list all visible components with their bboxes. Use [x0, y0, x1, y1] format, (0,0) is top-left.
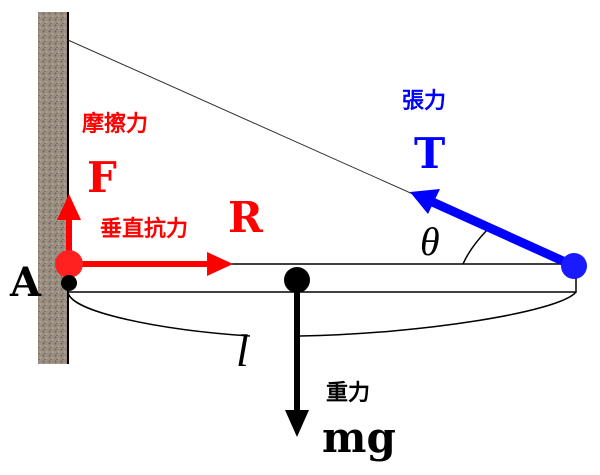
friction-symbol: F	[87, 153, 117, 202]
tension-point	[561, 253, 587, 279]
length-brace	[67, 291, 577, 337]
rod	[67, 263, 577, 293]
normal-label-jp: 垂直抗力	[100, 216, 188, 242]
tension-arrowhead	[410, 189, 440, 214]
normal-force-arrowhead	[207, 252, 233, 276]
gravity-label-jp: 重力	[326, 381, 370, 406]
length-symbol: l	[236, 325, 249, 376]
wall	[38, 12, 68, 364]
angle-arc	[462, 229, 488, 265]
gravity-symbol: mg	[322, 413, 396, 462]
gravity-arrowhead	[285, 410, 309, 437]
contact-point-red	[55, 250, 83, 278]
tension-label-jp: 張力	[402, 89, 446, 114]
angle-symbol: θ	[420, 219, 440, 264]
tension-symbol: T	[414, 129, 445, 178]
tension-arrow	[426, 195, 576, 271]
point-a-dot	[61, 275, 77, 291]
friction-arrowhead	[57, 194, 81, 220]
point-a-label: A	[9, 259, 42, 306]
normal-symbol: R	[228, 193, 264, 242]
friction-label-jp: 摩擦力	[82, 111, 148, 137]
